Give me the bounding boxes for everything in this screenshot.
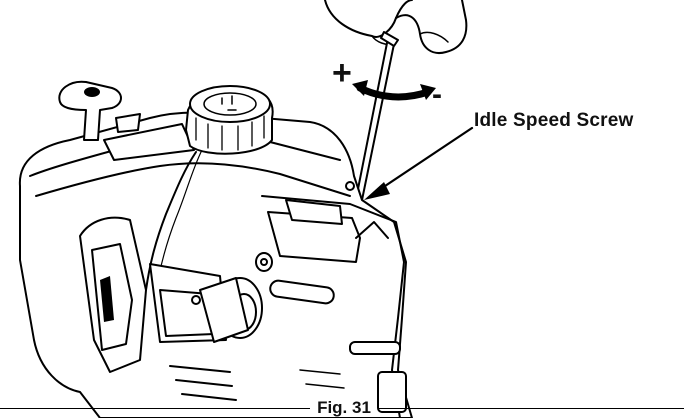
caption-rule-left <box>0 408 310 409</box>
caption-rule-right <box>378 408 684 409</box>
figure-caption: Fig. 31 <box>317 398 371 417</box>
starter-handle-drawing <box>58 80 141 141</box>
idle-speed-screw-label: Idle Speed Screw <box>474 110 634 131</box>
rotation-arrow-icon <box>352 80 436 101</box>
engine-body <box>18 111 413 418</box>
screwdriver-drawing <box>355 31 399 201</box>
minus-sign: - <box>432 78 442 111</box>
fuel-cap-drawing <box>185 85 274 155</box>
hand-drawing <box>324 0 468 54</box>
plus-sign: + <box>332 54 352 92</box>
figure-caption-row: Fig. 31 <box>0 398 684 418</box>
callout-arrow <box>364 126 474 200</box>
